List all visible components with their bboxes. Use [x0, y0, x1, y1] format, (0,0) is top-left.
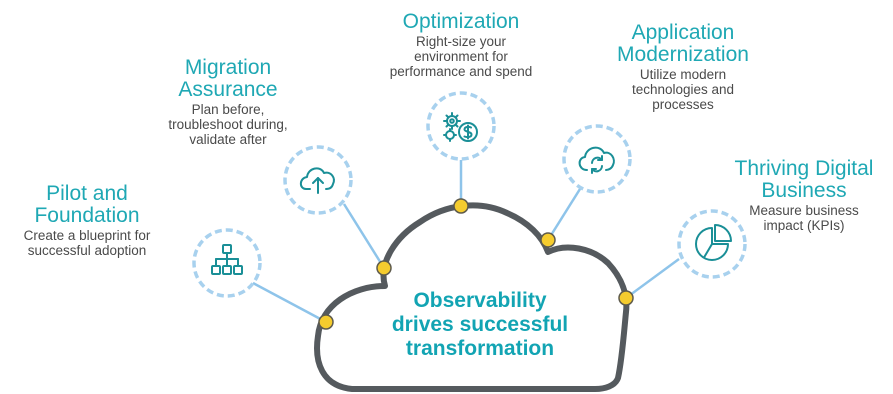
stage-description: Measure business impact (KPIs) [749, 203, 859, 233]
hierarchy-icon [211, 244, 243, 275]
stage-description: Plan before, troubleshoot during, valida… [168, 102, 288, 147]
connector-modernization [546, 188, 582, 241]
node-optimization [453, 198, 469, 214]
cloud-upload-icon [299, 167, 335, 194]
stage-migration: Migration Assurance Plan before, trouble… [143, 56, 313, 148]
ring-migration [283, 145, 353, 215]
icon-rings [192, 91, 747, 298]
ring-thriving [677, 209, 747, 279]
stage-modernization: Application Modernization Utilize modern… [593, 21, 773, 113]
node-thriving [618, 290, 634, 306]
stage-pilot: Pilot and Foundation Create a blueprint … [2, 182, 172, 259]
cloud-sync-icon [578, 146, 615, 174]
stage-thriving: Thriving Digital Business Measure busine… [718, 157, 890, 234]
connector-pilot [252, 281, 327, 324]
connector-migration [342, 203, 386, 269]
stage-title: Pilot and Foundation [34, 182, 140, 227]
connector-thriving [625, 257, 680, 300]
node-migration [376, 260, 392, 276]
ring-optimization [426, 91, 496, 161]
pie-chart-icon [695, 224, 732, 261]
stage-description: Utilize modern technologies and processe… [631, 67, 735, 112]
stage-description: Right-size your environment for performa… [389, 34, 533, 79]
stage-title: Application Modernization [617, 21, 749, 66]
gears-dollar-icon [443, 112, 478, 142]
stage-description: Create a blueprint for successful adopti… [23, 228, 151, 258]
cloud-nodes [318, 198, 634, 330]
node-modernization [540, 232, 556, 248]
node-pilot [318, 314, 334, 330]
ring-modernization [562, 124, 632, 194]
stage-title: Thriving Digital Business [734, 157, 874, 202]
ring-pilot [192, 228, 262, 298]
stage-title: Optimization [402, 10, 520, 33]
stage-title: Migration Assurance [178, 56, 278, 101]
stage-optimization: Optimization Right-size your environment… [371, 10, 551, 80]
center-title: Observability drives successful transfor… [391, 289, 569, 360]
observability-cloud [314, 202, 630, 392]
